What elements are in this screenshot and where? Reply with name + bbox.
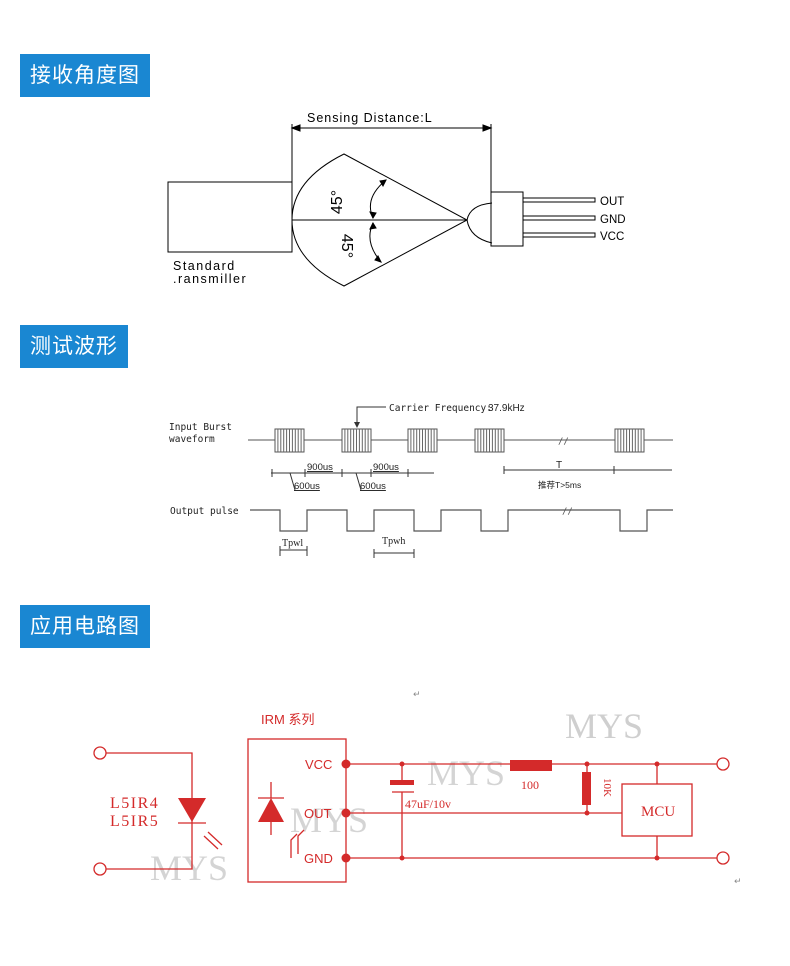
tpwl-label: Tpwl — [282, 538, 303, 549]
terminal-gnd-out — [716, 851, 730, 865]
reception-cone — [291, 153, 469, 287]
terminal-emitter-bottom — [93, 862, 107, 876]
resistor-pullup-label: 10K — [601, 778, 613, 797]
pin-label-out: OUT — [600, 196, 624, 208]
carrier-burst — [407, 428, 438, 453]
module-pin-gnd: GND — [304, 851, 333, 866]
carrier-value: 37.9kHz — [488, 403, 525, 414]
burst-off-label-1: 900us — [307, 462, 333, 473]
tpwh-label: Tpwh — [382, 536, 405, 547]
pin-out — [522, 197, 596, 203]
emitter-label-1: L5IR4 — [110, 795, 159, 812]
arrow-right — [482, 124, 493, 132]
carrier-burst — [614, 428, 645, 453]
resistor-series-icon — [510, 760, 552, 771]
resistor-pullup-icon — [582, 772, 591, 805]
pin-label-vcc: VCC — [600, 231, 624, 243]
return-mark-bottom: ↵ — [734, 876, 742, 886]
mcu-box — [621, 783, 693, 837]
resistor-series-label: 100 — [521, 778, 539, 792]
mcu-label: MCU — [641, 804, 675, 820]
angle-arc-lower — [369, 222, 382, 263]
terminal-emitter-top — [93, 746, 107, 760]
period-note: 推荐T>5ms — [538, 480, 581, 490]
pulse-width-dimensions — [279, 546, 415, 558]
output-pulse-waveform — [250, 509, 673, 532]
watermark-bottom: MYS — [150, 848, 228, 888]
input-burst-label-2: waveform — [169, 434, 215, 445]
carrier-callout-arrow — [354, 422, 360, 428]
watermark-mid-left: MYS — [290, 800, 368, 840]
carrier-callout-line — [356, 406, 386, 424]
angle-lower-label: 45° — [338, 234, 355, 258]
capacitor-label: 47uF/10v — [405, 797, 451, 811]
timing-dimensions — [271, 466, 672, 491]
sensing-distance-label: Sensing Distance:L — [307, 111, 433, 125]
irm-module-box — [247, 738, 347, 883]
section-title-reception-angle: 接收角度图 — [20, 54, 150, 97]
pin-vcc — [522, 232, 596, 238]
module-pin-vcc: VCC — [305, 757, 332, 772]
angle-arc-upper — [369, 179, 387, 219]
capacitor-plate — [390, 780, 414, 785]
receiver-diode-icon — [258, 798, 284, 822]
arrow-left — [290, 124, 301, 132]
receiver-body — [490, 191, 524, 247]
irm-module-title: IRM 系列 — [261, 712, 314, 727]
angle-upper-label: 45° — [329, 190, 346, 214]
input-break-mark: // — [558, 437, 569, 447]
burst-group — [274, 428, 645, 453]
burst-on-label-2: 600us — [360, 481, 386, 492]
emitter-label-2: L5IR5 — [110, 813, 159, 830]
burst-off-label-2: 900us — [373, 462, 399, 473]
input-burst-label-1: Input Burst — [169, 422, 232, 433]
section-title-application-circuit: 应用电路图 — [20, 605, 150, 648]
pin-label-gnd: GND — [600, 214, 626, 226]
standard-transmitter-box — [167, 181, 293, 253]
terminal-vcc-out — [716, 757, 730, 771]
emitter-led-icon — [178, 798, 206, 822]
carrier-burst — [474, 428, 505, 453]
emitter-wire — [106, 752, 193, 870]
return-mark-top: ↵ — [413, 689, 421, 699]
carrier-label: Carrier Frequency: — [389, 403, 492, 414]
transmitter-label-2: .ransmiller — [173, 272, 247, 286]
burst-on-label-1: 600us — [294, 481, 320, 492]
output-pulse-label: Output pulse — [170, 506, 239, 517]
transmitter-label-1: Standard — [173, 259, 236, 273]
output-break-mark: // — [562, 507, 573, 517]
receiver-lens — [466, 202, 493, 244]
watermark-top: MYS — [565, 706, 643, 746]
module-pin-out: OUT — [304, 806, 332, 821]
section-title-test-waveform: 测试波形 — [20, 325, 128, 368]
carrier-burst — [274, 428, 305, 453]
watermark-mid: MYS — [427, 753, 505, 793]
pin-gnd — [522, 215, 596, 221]
carrier-burst — [341, 428, 372, 453]
period-label: T — [556, 460, 562, 471]
